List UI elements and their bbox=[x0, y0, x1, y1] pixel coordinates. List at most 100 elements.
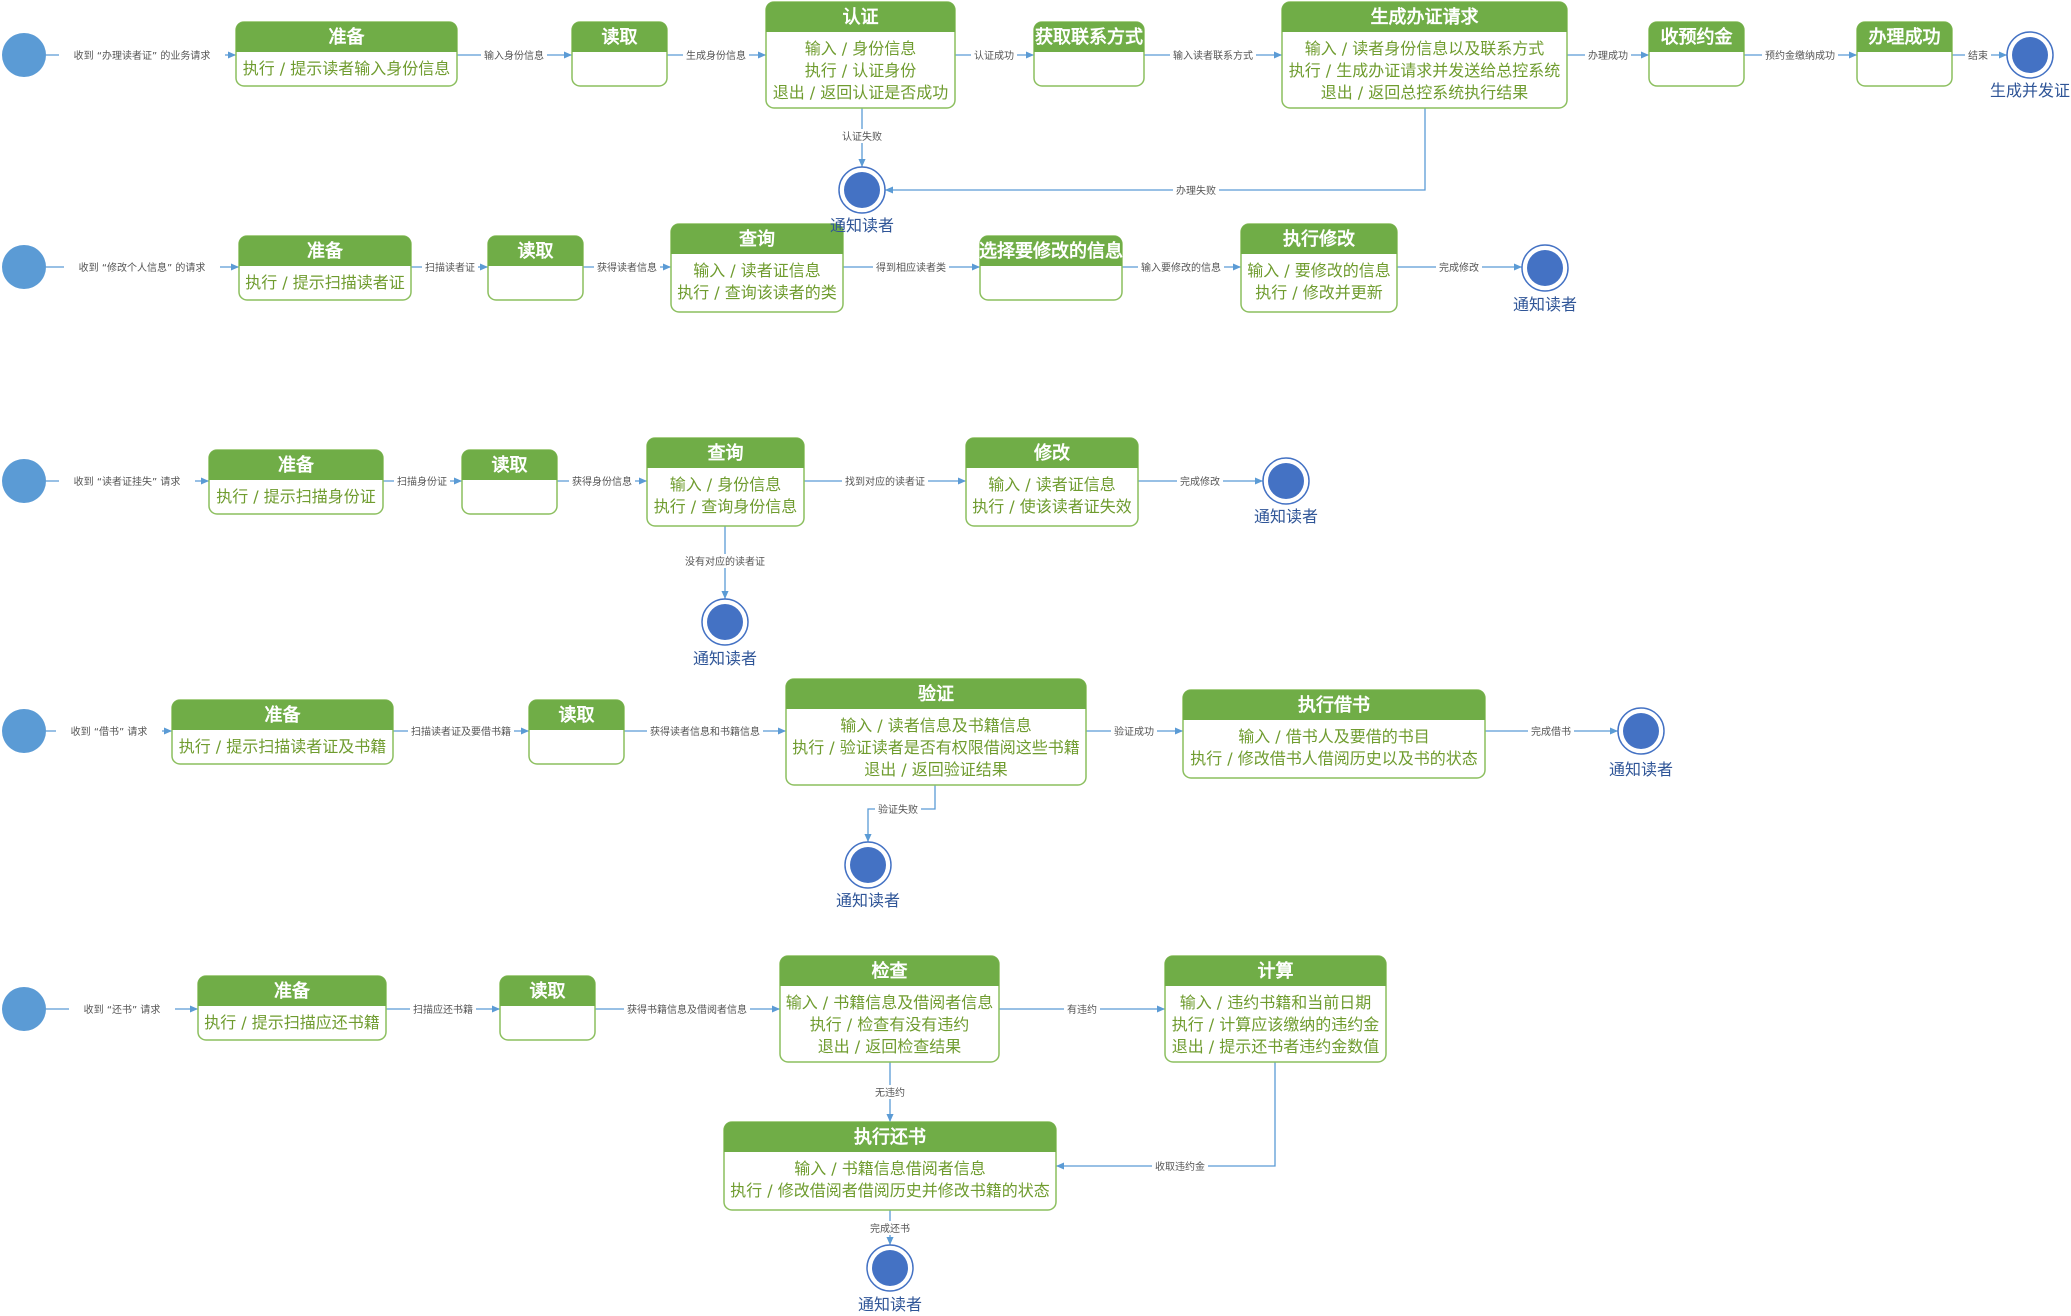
state-action-line: 执行 / 提示扫描读者证 bbox=[245, 273, 405, 292]
state-title: 准备 bbox=[278, 454, 315, 476]
transition-label: 收到 “还书” 请求 bbox=[84, 1003, 161, 1016]
transition-label-bg bbox=[624, 1002, 750, 1016]
transition-label-bg bbox=[872, 1085, 908, 1099]
transition-label-bg bbox=[839, 129, 885, 143]
transition-d2-done: 完成修改 bbox=[1397, 260, 1522, 274]
state-action-line: 输入 / 身份信息 bbox=[805, 39, 917, 58]
transition-d5-scan: 扫描应还书籍 bbox=[386, 1002, 500, 1016]
transition-d2-input: 输入要修改的信息 bbox=[1122, 260, 1241, 274]
transition-label: 完成修改 bbox=[1180, 475, 1220, 488]
initial-node-2 bbox=[2, 245, 46, 289]
state-header bbox=[198, 976, 386, 1006]
transition-label: 认证失败 bbox=[842, 130, 882, 143]
state-action-line: 执行 / 检查有没有违约 bbox=[810, 1015, 970, 1034]
state-header bbox=[1857, 22, 1952, 52]
transition-d4-fail: 验证失败 bbox=[864, 785, 936, 842]
state-action-line: 输入 / 读者身份信息以及联系方式 bbox=[1305, 39, 1545, 58]
transition-label-bg bbox=[408, 724, 514, 738]
transition-label: 无违约 bbox=[875, 1086, 905, 1099]
transition-label: 得到相应读者类 bbox=[876, 261, 946, 274]
state-header bbox=[647, 438, 804, 468]
transition-label-bg bbox=[1152, 1159, 1208, 1173]
transition-label-bg bbox=[683, 48, 749, 62]
transition-label-bg bbox=[59, 474, 195, 488]
transition-label: 完成借书 bbox=[1531, 725, 1571, 738]
state-title: 选择要修改的信息 bbox=[979, 240, 1123, 262]
state-action-line: 退出 / 返回总控系统执行结果 bbox=[1321, 83, 1529, 102]
transition-label-bg bbox=[59, 48, 225, 62]
state-d4-read: 读取 bbox=[528, 699, 625, 765]
transition-label: 完成还书 bbox=[870, 1222, 910, 1235]
state-header bbox=[500, 976, 595, 1006]
state-header bbox=[1282, 2, 1567, 32]
transition-label: 生成身份信息 bbox=[686, 49, 746, 62]
state-header bbox=[488, 236, 583, 266]
state-header bbox=[1165, 956, 1386, 986]
state-action-line: 执行 / 查询身份信息 bbox=[654, 497, 798, 516]
transition-label: 办理成功 bbox=[1588, 49, 1628, 62]
transition-d4-done: 完成借书 bbox=[1485, 724, 1618, 738]
transition-label: 有违约 bbox=[1067, 1003, 1097, 1016]
transition-d5-done: 完成还书 bbox=[867, 1210, 913, 1245]
transition-d2-found: 得到相应读者类 bbox=[843, 260, 980, 274]
transition-label-bg bbox=[1111, 724, 1157, 738]
state-action-line: 执行 / 计算应该缴纳的违约金 bbox=[1172, 1015, 1380, 1034]
state-header bbox=[724, 1122, 1056, 1152]
state-action-line: 输入 / 读者证信息 bbox=[693, 261, 821, 280]
state-title: 准备 bbox=[265, 704, 302, 726]
state-title: 计算 bbox=[1258, 960, 1294, 982]
state-header bbox=[239, 236, 411, 266]
state-action-line: 输入 / 读者证信息 bbox=[988, 475, 1116, 494]
state-title: 准备 bbox=[307, 240, 344, 262]
transition-d1-auth-fail: 认证失败 bbox=[839, 108, 885, 167]
state-action-line: 执行 / 生成办证请求并发送给总控系统 bbox=[1289, 61, 1561, 80]
final-node-core bbox=[1623, 713, 1659, 749]
state-d1-deposit: 收预约金 bbox=[1648, 21, 1745, 87]
final-node-core bbox=[850, 847, 886, 883]
state-action-line: 执行 / 查询该读者的类 bbox=[677, 283, 837, 302]
state-d1-success: 办理成功 bbox=[1856, 21, 1953, 87]
final-node-core bbox=[1268, 463, 1304, 499]
state-header bbox=[980, 236, 1122, 266]
state-action-line: 退出 / 返回检查结果 bbox=[818, 1037, 962, 1056]
state-title: 执行还书 bbox=[854, 1126, 926, 1148]
state-action-line: 输入 / 书籍信息及借阅者信息 bbox=[786, 993, 994, 1012]
transition-label-bg bbox=[1436, 260, 1482, 274]
initial-node-4 bbox=[2, 709, 46, 753]
state-title: 办理成功 bbox=[1869, 26, 1941, 48]
final-node-label: 通知读者 bbox=[1513, 295, 1577, 314]
transition-label-bg bbox=[56, 724, 162, 738]
transition-d5-breach: 有违约 bbox=[999, 1002, 1165, 1016]
transition-label-bg bbox=[569, 474, 635, 488]
state-title: 读取 bbox=[492, 454, 529, 476]
state-title: 查询 bbox=[739, 228, 775, 250]
transition-label: 收到 “办理读者证” 的业务请求 bbox=[74, 49, 211, 62]
transition-label: 办理失败 bbox=[1176, 184, 1216, 197]
transition-d3-scan: 扫描身份证 bbox=[383, 474, 462, 488]
state-header bbox=[1034, 22, 1144, 52]
transition-label-bg bbox=[1064, 1002, 1100, 1016]
transition-d1-gen-id: 生成身份信息 bbox=[667, 48, 766, 62]
state-title: 读取 bbox=[559, 704, 596, 726]
transition-d3-none: 没有对应的读者证 bbox=[682, 526, 768, 599]
final-node-d1-notify: 通知读者 bbox=[830, 166, 894, 235]
transition-label-bg bbox=[875, 802, 921, 816]
transition-label: 输入读者联系方式 bbox=[1173, 49, 1253, 62]
transition-layer: 收到 “办理读者证” 的业务请求输入身份信息生成身份信息认证成功输入读者联系方式… bbox=[46, 48, 2007, 1245]
state-action-line: 执行 / 修改并更新 bbox=[1255, 283, 1383, 302]
transition-label-bg bbox=[1965, 48, 1991, 62]
final-node-d3-notify-ok: 通知读者 bbox=[1254, 457, 1318, 526]
transition-label-bg bbox=[594, 260, 660, 274]
transition-label: 认证成功 bbox=[974, 49, 1014, 62]
transition-label-bg bbox=[64, 260, 220, 274]
state-action-line: 执行 / 提示扫描读者证及书籍 bbox=[179, 737, 387, 756]
state-d1-read: 读取 bbox=[571, 21, 668, 87]
final-node-label: 通知读者 bbox=[1609, 760, 1673, 779]
